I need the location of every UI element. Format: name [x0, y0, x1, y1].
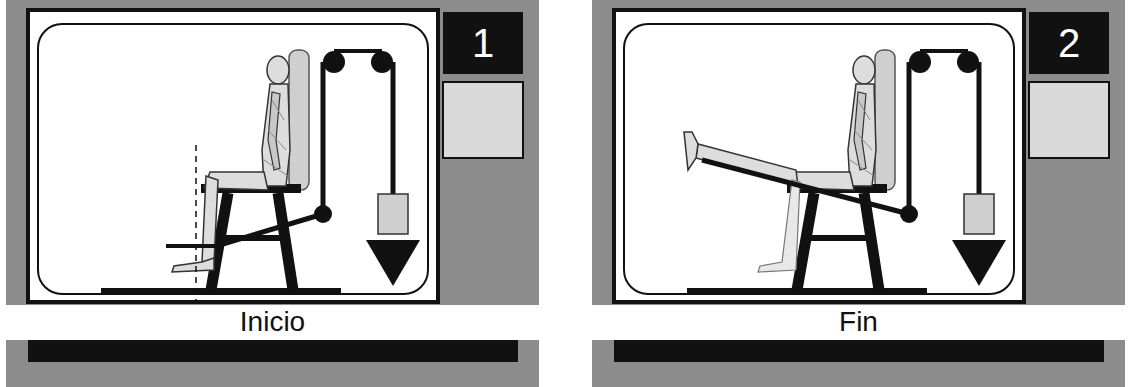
step-number: 2 — [1029, 12, 1109, 74]
phase-band: Fin — [592, 305, 1125, 340]
phase-label: Fin — [839, 307, 878, 338]
callout-number: 1 — [472, 21, 494, 65]
phase-band: Inicio — [6, 305, 539, 340]
step-number: 1 — [443, 12, 523, 74]
phase-label: Inicio — [240, 307, 305, 338]
callout-number: 2 — [1058, 21, 1080, 65]
